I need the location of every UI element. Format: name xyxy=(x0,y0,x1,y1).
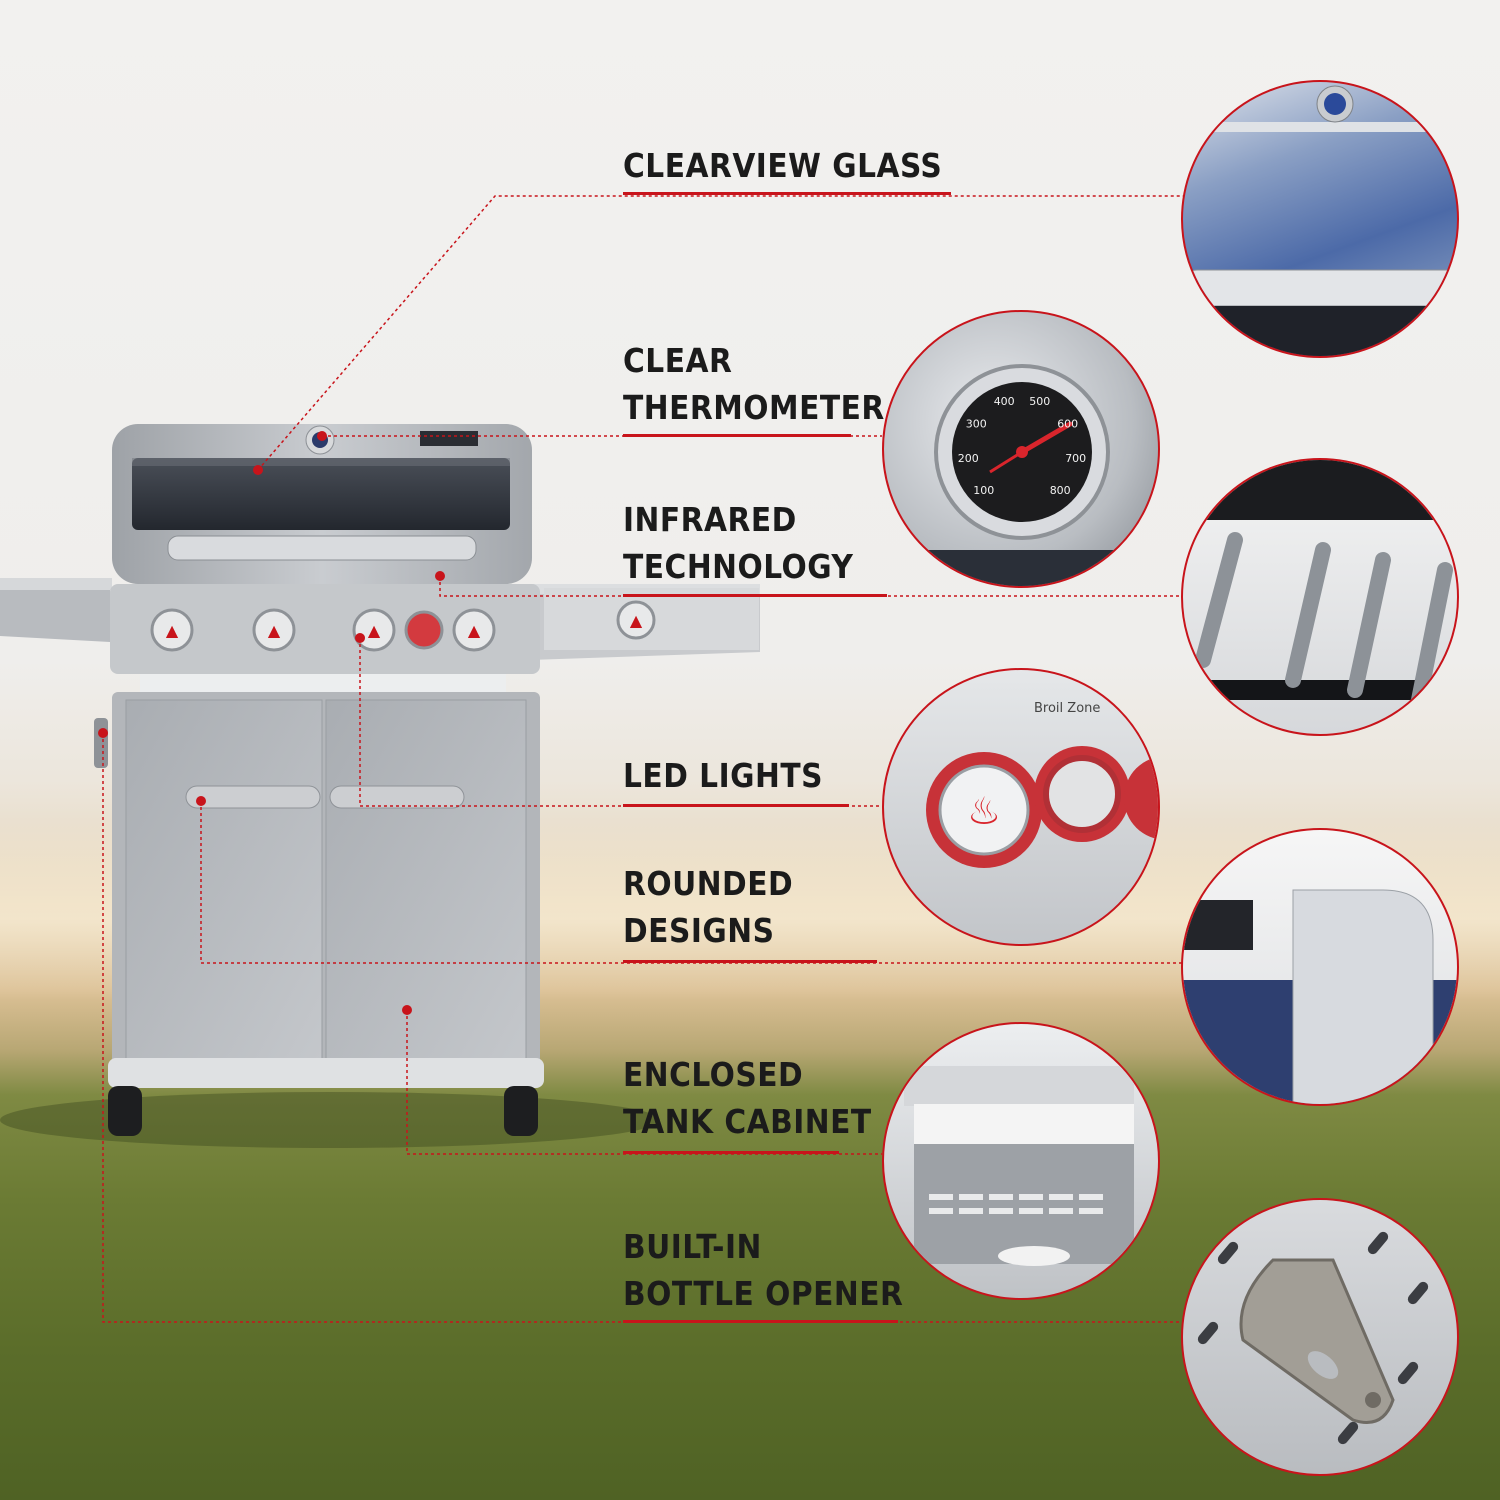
detail-circle-clearview-glass xyxy=(1181,80,1459,358)
dot-led-lights xyxy=(355,633,365,643)
detail-circle-led-lights: Broil Zone ♨ xyxy=(882,668,1160,946)
underline-rounded-designs xyxy=(623,960,877,963)
clearview-glass-closeup xyxy=(1183,85,1457,356)
svg-text:▲: ▲ xyxy=(468,621,481,640)
led-knobs-closeup: Broil Zone ♨ xyxy=(926,701,1158,868)
detail-circle-infrared-technology xyxy=(1181,458,1459,736)
wheel-left xyxy=(108,1086,142,1136)
feature-label-line: ROUNDED xyxy=(623,864,794,903)
feature-label-line: THERMOMETER xyxy=(623,388,885,427)
detail-circle-built-in-bottle-opener xyxy=(1181,1198,1459,1476)
underline-clearview-glass xyxy=(623,192,951,195)
feature-label-built-in-bottle-opener: BUILT-IN BOTTLE OPENER xyxy=(623,1223,903,1317)
feature-label-infrared-technology: INFRARED TECHNOLOGY xyxy=(623,496,853,590)
feature-label-line: TECHNOLOGY xyxy=(623,547,854,586)
lid-glass-window xyxy=(132,458,510,530)
feature-label-line: BUILT-IN xyxy=(623,1227,762,1266)
broil-zone-text: Broil Zone xyxy=(1034,701,1100,716)
connector-infrared-technology xyxy=(439,576,1185,597)
svg-text:▲: ▲ xyxy=(368,621,381,640)
feature-label-line: TANK CABINET xyxy=(623,1102,872,1141)
svg-text:▲: ▲ xyxy=(630,611,643,630)
thermometer-icon: 100 200 300 400 500 600 700 800 xyxy=(884,364,1158,586)
underline-built-in-bottle-opener xyxy=(623,1320,898,1323)
dot-infrared-technology xyxy=(435,571,445,581)
dot-clear-thermometer xyxy=(317,431,327,441)
grill-shadow xyxy=(0,1092,660,1148)
feature-label-clearview-glass: CLEARVIEW GLASS xyxy=(623,142,942,189)
dot-enclosed-tank-cabinet xyxy=(402,1005,412,1015)
dot-rounded-designs xyxy=(196,796,206,806)
feature-label-line: CLEAR xyxy=(623,341,733,380)
thermometer-scale-label: 700 xyxy=(1065,452,1086,465)
connector-enclosed-tank-cabinet xyxy=(406,1010,882,1155)
detail-circle-rounded-designs xyxy=(1181,828,1459,1106)
thermometer-scale-label: 600 xyxy=(1057,417,1078,430)
thermometer-scale-label: 500 xyxy=(1029,395,1050,408)
left-side-shelf xyxy=(0,582,110,642)
feature-label-rounded-designs: ROUNDED DESIGNS xyxy=(623,860,793,954)
thermometer-scale-label: 400 xyxy=(994,395,1015,408)
detail-circle-clear-thermometer: 100 200 300 400 500 600 700 800 xyxy=(882,310,1160,588)
underline-clear-thermometer xyxy=(623,434,851,437)
thermometer-scale-label: 100 xyxy=(973,484,994,497)
flame-icon: ♨ xyxy=(967,789,1001,833)
feature-label-enclosed-tank-cabinet: ENCLOSED TANK CABINET xyxy=(623,1051,872,1145)
bottle-opener-icon xyxy=(1197,1231,1429,1445)
underline-led-lights xyxy=(623,804,849,807)
door-handle-right xyxy=(329,785,465,809)
rounded-lid-closeup xyxy=(1183,889,1457,1104)
thermometer-scale-label: 300 xyxy=(966,417,987,430)
wheel-right xyxy=(504,1086,538,1136)
cabinet-left-door xyxy=(125,699,323,1061)
feature-label-line: CLEARVIEW GLASS xyxy=(623,146,943,185)
feature-label-led-lights: LED LIGHTS xyxy=(623,752,823,799)
control-panel xyxy=(110,584,540,674)
connector-rounded-designs xyxy=(200,801,1185,964)
feature-label-clear-thermometer: CLEAR THERMOMETER xyxy=(623,337,885,431)
dot-built-in-bottle-opener xyxy=(98,728,108,738)
svg-text:▲: ▲ xyxy=(268,621,281,640)
feature-label-line: BOTTLE OPENER xyxy=(623,1274,904,1313)
feature-label-line: ENCLOSED xyxy=(623,1055,804,1094)
thermometer-scale-label: 200 xyxy=(958,452,979,465)
infrared-burners-closeup xyxy=(1183,460,1457,708)
lid-handle xyxy=(167,535,477,561)
detail-circle-enclosed-tank-cabinet xyxy=(882,1022,1160,1300)
feature-label-line: DESIGNS xyxy=(623,911,775,950)
svg-text:▲: ▲ xyxy=(166,621,179,640)
feature-label-line: INFRARED xyxy=(623,500,797,539)
underline-infrared-technology xyxy=(623,594,887,597)
feature-label-line: LED LIGHTS xyxy=(623,756,823,795)
thermometer-scale: 100 200 300 400 500 600 700 800 xyxy=(958,395,1086,497)
thermometer-scale-label: 800 xyxy=(1050,484,1071,497)
cabinet-interior-closeup xyxy=(904,1066,1134,1266)
underline-enclosed-tank-cabinet xyxy=(623,1151,839,1154)
door-handle-left xyxy=(185,785,321,809)
dot-clearview-glass xyxy=(253,465,263,475)
connector-clearview-glass xyxy=(257,195,1185,471)
